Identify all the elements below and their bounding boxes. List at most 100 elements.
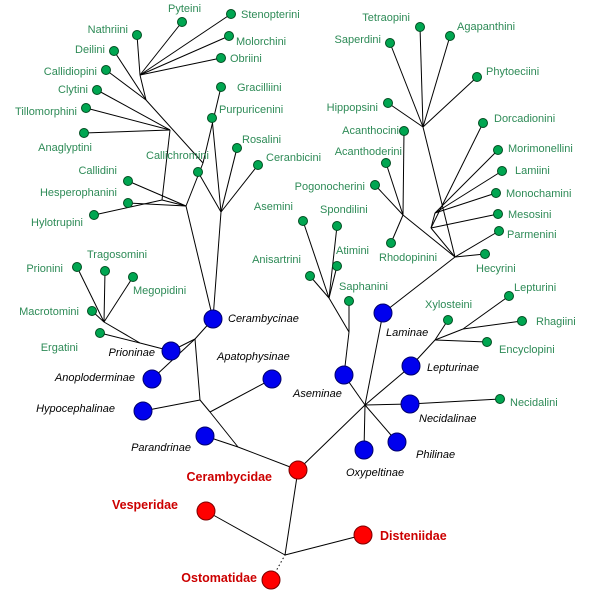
tribe-node-molorchini: [224, 31, 234, 41]
edge-lam-lamUp: [422, 126, 456, 258]
tribe-label-acanthoderini: Acanthoderini: [335, 146, 402, 158]
edge-root-cerambycidae: [284, 469, 299, 556]
tribe-label-encyclopini: Encyclopini: [499, 344, 555, 356]
tribe-label-saphanini: Saphanini: [339, 281, 388, 293]
edge-lftB-hypocephalinae: [142, 399, 201, 412]
edge-lamUp-phytoeciini: [422, 76, 478, 128]
edge-lep-lepR: [434, 328, 464, 341]
edge-lamRa-lamiini: [434, 170, 503, 214]
tribe-node-ergatini: [95, 328, 105, 338]
edge-lamUp-hippopsini: [387, 102, 424, 128]
family-label-cerambycidae: Cerambycidae: [187, 470, 273, 484]
tree-nodes: [72, 9, 527, 590]
edge-cbyA-purpuricenini: [211, 117, 222, 213]
tribe-label-parmenini: Parmenini: [507, 229, 557, 241]
subfamily-label-parandrinae: Parandrinae: [131, 442, 191, 454]
edge-lep-encyclopini: [434, 339, 488, 343]
tribe-node-rhodopinini: [386, 238, 396, 248]
edge-cerCore-laminae: [364, 312, 384, 406]
subfamily-label-hypocephalinae: Hypocephalinae: [36, 403, 115, 415]
tribe-label-anaglyptini: Anaglyptini: [38, 142, 92, 154]
tree-edges: [76, 13, 523, 581]
subfamily-node-prioninae: [161, 341, 181, 361]
tribe-label-ceranbicini: Ceranbicini: [266, 152, 321, 164]
tribe-label-dorcadionini: Dorcadionini: [494, 113, 555, 125]
tribe-label-callichromini: Callichromini: [146, 150, 209, 162]
family-label-disteniidae: Disteniidae: [380, 529, 447, 543]
tribe-node-monochamini: [491, 188, 501, 198]
edge-lamL-acanthocini: [402, 130, 405, 216]
tribe-label-mesosini: Mesosini: [508, 209, 551, 221]
tribe-label-atimini: Atimini: [336, 245, 369, 257]
tribe-label-obriini: Obriini: [230, 53, 262, 65]
edge-cbyB-cbyD: [145, 99, 204, 164]
tribe-node-stenopterini: [226, 9, 236, 19]
subfamily-label-aseminae: Aseminae: [292, 388, 342, 400]
tribe-node-lepturini: [504, 291, 514, 301]
tribe-node-lamiini: [497, 166, 507, 176]
edge-lamL-rhodopinini: [390, 214, 404, 244]
tribe-label-tetraopini: Tetraopini: [362, 12, 410, 24]
tribe-node-pogonocherini: [370, 180, 380, 190]
subfamily-node-cerambycinae: [203, 309, 223, 329]
edge-lam-lamR: [430, 227, 456, 258]
tribe-label-rosalini: Rosalini: [242, 134, 281, 146]
subfamily-label-laminae: Laminae: [386, 327, 428, 339]
edge-cbyD-deilini: [113, 50, 147, 101]
edge-cbyE-nathriini: [136, 34, 141, 76]
tribe-label-morimonellini: Morimonellini: [508, 143, 573, 155]
tribe-label-clytini: Clytini: [58, 84, 88, 96]
edge-cbyC-tillomorphini: [85, 107, 171, 131]
edge-lepR-rhagiini: [462, 320, 523, 330]
tribe-node-saphanini: [344, 296, 354, 306]
subfamily-node-anoploderminae: [142, 369, 162, 389]
tribe-label-tragosomini: Tragosomini: [87, 249, 147, 261]
edge-lam-hecyrini: [454, 253, 486, 258]
subfamily-label-lepturinae: Lepturinae: [427, 362, 479, 374]
subfamily-label-prioninae: Prioninae: [109, 347, 155, 359]
tribe-node-acanthocini: [399, 126, 409, 136]
edge-lam-parmenini: [454, 230, 500, 258]
tribe-node-hylotrupini: [89, 210, 99, 220]
tribe-node-anisartrini: [305, 271, 315, 281]
subfamily-node-parandrinae: [195, 426, 215, 446]
edge-cbyC-clytini: [96, 89, 171, 131]
tribe-node-mesosini: [493, 209, 503, 219]
edge-cbyE-obriini: [139, 57, 222, 76]
subfamily-node-lepturinae: [401, 356, 421, 376]
edge-cbyF-hesperophanini: [127, 202, 187, 207]
edge-cerLeft-lftC: [209, 411, 239, 448]
edge-lamUp-tetraopini: [419, 26, 424, 128]
tribe-node-callidini: [123, 176, 133, 186]
tribe-node-dorcadionini: [478, 118, 488, 128]
edge-cbyG-cbyC: [161, 129, 171, 201]
tribe-node-macrotomini: [87, 306, 97, 316]
edge-lamL-acanthoderini: [385, 162, 404, 216]
edge-lamL-pogonocherini: [374, 184, 404, 216]
edge-root-disteniidae: [284, 534, 364, 556]
tribe-label-anisartrini: Anisartrini: [252, 254, 301, 266]
tribe-label-lamiini: Lamiini: [515, 165, 550, 177]
edge-cerCore-lepturinae: [364, 365, 412, 406]
tribe-node-spondilini: [332, 221, 342, 231]
tribe-label-pogonocherini: Pogonocherini: [295, 181, 365, 193]
tribe-node-encyclopini: [482, 337, 492, 347]
edge-cbyF-callidini: [127, 180, 187, 207]
tribe-label-macrotomini: Macrotomini: [19, 306, 79, 318]
edge-cerambycidae-cerLeft: [237, 446, 299, 471]
tribe-label-hippopsini: Hippopsini: [327, 102, 378, 114]
edge-lamR-mesosini: [430, 213, 499, 229]
tribe-node-tillomorphini: [81, 103, 91, 113]
tribe-label-nathriini: Nathriini: [88, 24, 128, 36]
edge-cbyC-anaglyptini: [83, 129, 171, 134]
tribe-label-stenopterini: Stenopterini: [241, 9, 300, 21]
subfamily-node-laminae: [373, 303, 393, 323]
subfamily-label-philinae: Philinae: [416, 449, 455, 461]
edge-lam-lamL: [402, 214, 456, 258]
subfamily-label-anoploderminae: Anoploderminae: [54, 372, 135, 384]
tribe-node-morimonellini: [493, 145, 503, 155]
family-node-cerambycidae: [288, 460, 308, 480]
tribe-label-phytoeciini: Phytoeciini: [486, 66, 539, 78]
subfamily-label-apatophysinae: Apatophysinae: [216, 351, 290, 363]
